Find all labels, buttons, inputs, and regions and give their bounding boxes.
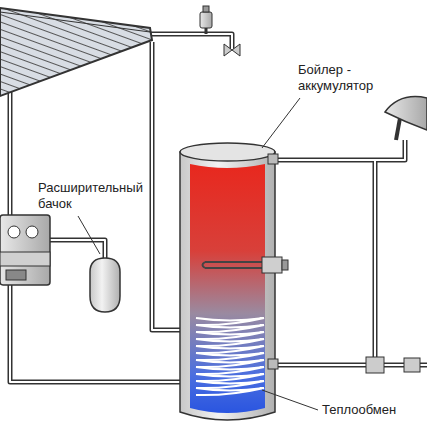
coil-winding (196, 388, 264, 395)
coil-winding (196, 332, 264, 339)
boiler-tank (180, 143, 278, 420)
pump-station (0, 215, 50, 285)
coil-winding (196, 353, 264, 360)
valve (224, 44, 240, 56)
coil-winding (196, 346, 264, 353)
coil-winding (196, 325, 264, 332)
coil-winding (196, 374, 264, 381)
shower-head (385, 97, 427, 140)
coil-winding (196, 381, 264, 388)
mixing-valve (366, 357, 420, 373)
air-vent (200, 6, 212, 34)
coil-winding (196, 318, 264, 325)
coil-winding (196, 339, 264, 346)
solar-collector (0, 8, 152, 96)
coil-winding (196, 367, 264, 374)
callout-label: Расширительный бачок (38, 180, 153, 212)
callout-label: Теплообмен (322, 402, 422, 418)
callout-label: Бойлер - аккумулятор (298, 62, 393, 94)
leader-lines (78, 98, 318, 410)
heat-exchanger-coil (196, 318, 264, 395)
expansion-tank (90, 258, 120, 312)
coil-winding (196, 360, 264, 367)
heating-element (203, 257, 289, 273)
